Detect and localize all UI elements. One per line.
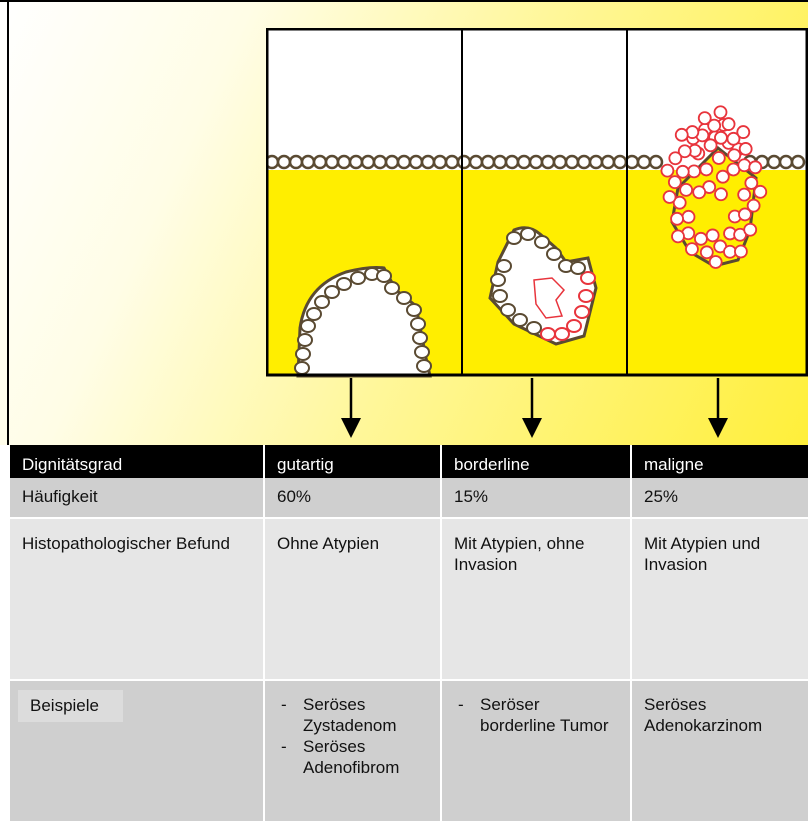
header-cell: maligne <box>632 445 808 478</box>
table-row: Histopathologischer Befund Ohne Atypien … <box>10 519 808 681</box>
list-item: Seröses Zystadenom <box>277 694 428 736</box>
examples-chip: Beispiele <box>18 690 123 722</box>
header-cell: Dignitätsgrad <box>10 445 265 478</box>
row-label: Histopathologischer Befund <box>10 519 265 681</box>
table-cell: Ohne Atypien <box>265 519 442 681</box>
row-label: Häufigkeit <box>10 478 265 519</box>
table-cell: 60% <box>265 478 442 519</box>
header-cell: gutartig <box>265 445 442 478</box>
list-item: Seröser borderline Tumor <box>454 694 618 736</box>
frame-top-line <box>0 0 808 2</box>
table-row: Häufigkeit 60% 15% 25% <box>10 478 808 519</box>
column-arrows <box>0 376 808 442</box>
row-label-cell: Beispiele <box>10 681 265 821</box>
tumor-illustration <box>266 28 808 378</box>
header-cell: borderline <box>442 445 632 478</box>
list-item: Seröses Adenofibrom <box>277 736 428 778</box>
table-cell: 15% <box>442 478 632 519</box>
table-cell: Mit Atypien, ohne Invasion <box>442 519 632 681</box>
table-cell: Seröses Zystadenom Seröses Adenofibrom <box>265 681 442 821</box>
table-cell: 25% <box>632 478 808 519</box>
table-row: Beispiele Seröses Zystadenom Seröses Ade… <box>10 681 808 821</box>
table-cell: Mit Atypien und Invasion <box>632 519 808 681</box>
examples-list: Seröser borderline Tumor <box>454 694 618 736</box>
dignity-table: Dignitätsgrad gutartig borderline malign… <box>10 445 808 821</box>
examples-list: Seröses Zystadenom Seröses Adenofibrom <box>277 694 428 778</box>
table-header-row: Dignitätsgrad gutartig borderline malign… <box>10 445 808 478</box>
table-cell: Seröses Adenokarzinom <box>632 681 808 821</box>
table-cell: Seröser borderline Tumor <box>442 681 632 821</box>
